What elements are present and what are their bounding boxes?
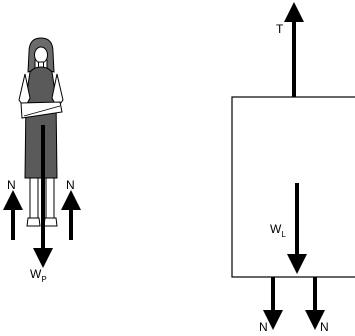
- load-box: [231, 96, 355, 278]
- person-normal-label-left: N: [7, 178, 16, 192]
- person-weight-label: WP: [30, 267, 47, 284]
- box-normal-label-left: N: [259, 320, 268, 334]
- box-weight-label: WL: [270, 222, 286, 239]
- person-normal-label-right: N: [66, 178, 75, 192]
- tension-label: T: [276, 22, 284, 36]
- box-normal-label-right: N: [320, 320, 329, 334]
- person-figure: [18, 37, 64, 227]
